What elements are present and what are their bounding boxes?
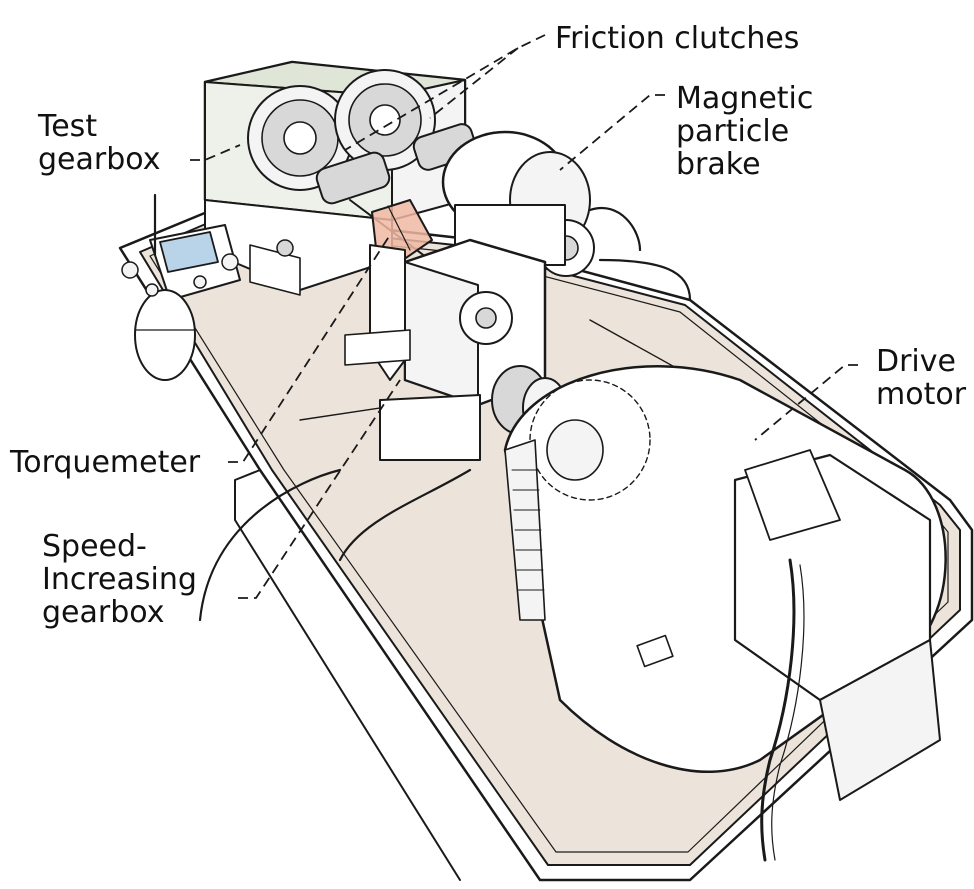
label-test-gearbox: Test gearbox (38, 110, 160, 176)
label-drive-motor-line-1: Drive (876, 344, 956, 379)
speed-increasing-gearbox (344, 238, 547, 461)
label-speed-increasing-gearbox: Speed- Increasing gearbox (42, 530, 197, 629)
label-magnetic-line-1: Magnetic (676, 81, 814, 116)
label-speed-line-1: Speed- (42, 529, 147, 564)
label-friction-clutches: Friction clutches (555, 21, 800, 56)
label-magnetic-line-2: particle (676, 114, 790, 149)
leader-friction-clutches-1 (344, 34, 546, 151)
label-test-gearbox-line-2: gearbox (38, 142, 161, 177)
label-speed-line-3: gearbox (42, 595, 165, 630)
plumbing-lines (153, 193, 692, 622)
leader-torquemeter (228, 234, 391, 463)
label-magnetic-particle-brake: Magnetic particle brake (676, 82, 813, 181)
label-magnetic-line-3: brake (676, 147, 761, 182)
leader-friction-clutches-2 (429, 47, 519, 119)
label-speed-line-2: Increasing (42, 562, 197, 597)
leader-magnetic-brake (559, 94, 665, 171)
leader-lines (190, 34, 858, 599)
hydraulic-panel (121, 224, 241, 381)
leader-drive-motor (754, 364, 858, 441)
label-torquemeter: Torquemeter (10, 445, 201, 480)
leader-test-gearbox (190, 144, 241, 161)
label-test-gearbox-line-1: Test (38, 109, 98, 144)
leader-speed-gearbox (238, 379, 401, 599)
label-drive-motor: Drive motor (876, 345, 966, 411)
label-drive-motor-line-2: motor (876, 377, 967, 412)
magnetic-particle-brake (441, 130, 595, 277)
drive-motor (503, 365, 947, 862)
